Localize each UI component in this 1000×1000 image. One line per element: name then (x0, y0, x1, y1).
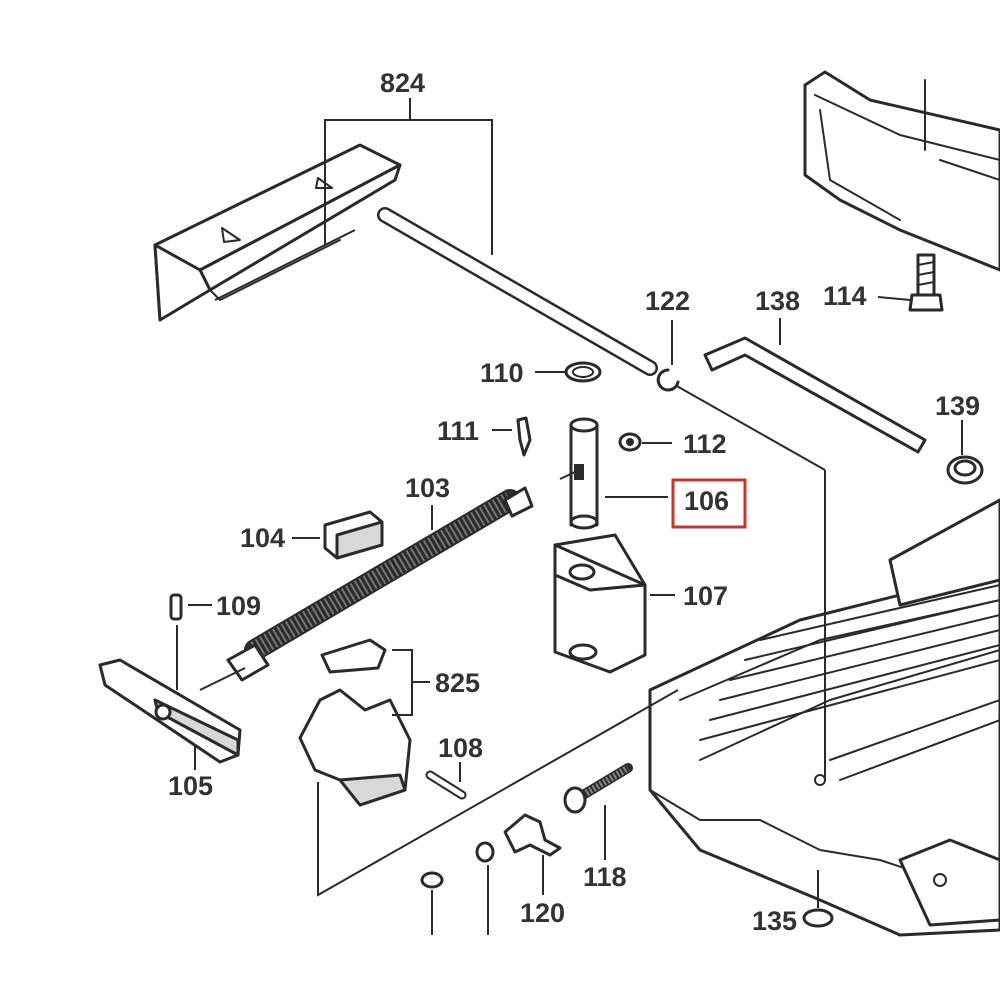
part-111-cotter-pin (492, 416, 532, 457)
label-139: 139 (935, 391, 980, 421)
bracket-824 (324, 119, 493, 255)
table-ribs (699, 584, 1000, 781)
part-108-pin (425, 762, 467, 800)
part-107-bracket (553, 533, 675, 674)
part-106-pivot-pin (559, 417, 668, 530)
part-138-hex-key (703, 318, 927, 454)
label-114: 114 (823, 281, 867, 311)
bracket-825 (392, 649, 413, 716)
label-106: 106 (684, 486, 729, 516)
label-138: 138 (755, 286, 800, 316)
label-109: 109 (216, 591, 261, 621)
part-labels: 824 122 138 114 110 139 111 112 103 106 … (168, 68, 980, 936)
label-122: 122 (645, 286, 690, 316)
part-103-threaded-rod (226, 486, 534, 682)
part-118-screw (563, 763, 633, 860)
label-111: 111 (437, 416, 479, 446)
part-139-knob (946, 420, 984, 485)
label-110: 110 (480, 358, 524, 388)
label-120: 120 (520, 898, 565, 928)
part-824-rod (377, 207, 658, 376)
label-824: 824 (380, 68, 425, 98)
part-120-clamp (503, 813, 562, 895)
bottom-screws (420, 841, 495, 935)
part-824-rail-bracket (153, 143, 402, 322)
label-118: 118 (583, 862, 627, 892)
label-135: 135 (752, 906, 797, 936)
highlight-box-106 (671, 478, 747, 529)
part-114-bolt (877, 253, 944, 312)
part-135-washer (802, 870, 834, 928)
frame-bracket (317, 689, 679, 897)
part-110-ring (535, 361, 602, 383)
saw-head (803, 70, 1000, 272)
part-122-e-clip (656, 320, 680, 392)
label-103: 103 (405, 473, 450, 503)
label-104: 104 (240, 523, 285, 553)
label-108: 108 (438, 733, 483, 763)
label-107: 107 (683, 581, 728, 611)
label-825: 825 (435, 668, 480, 698)
part-825-saddle-clip (298, 638, 412, 807)
part-112-washer (618, 432, 672, 452)
part-105-handle (98, 625, 246, 770)
part-109-pin (169, 593, 212, 621)
label-112: 112 (683, 429, 727, 459)
alignment-lines (214, 229, 826, 780)
label-105: 105 (168, 771, 213, 801)
part-104-block (292, 510, 384, 560)
